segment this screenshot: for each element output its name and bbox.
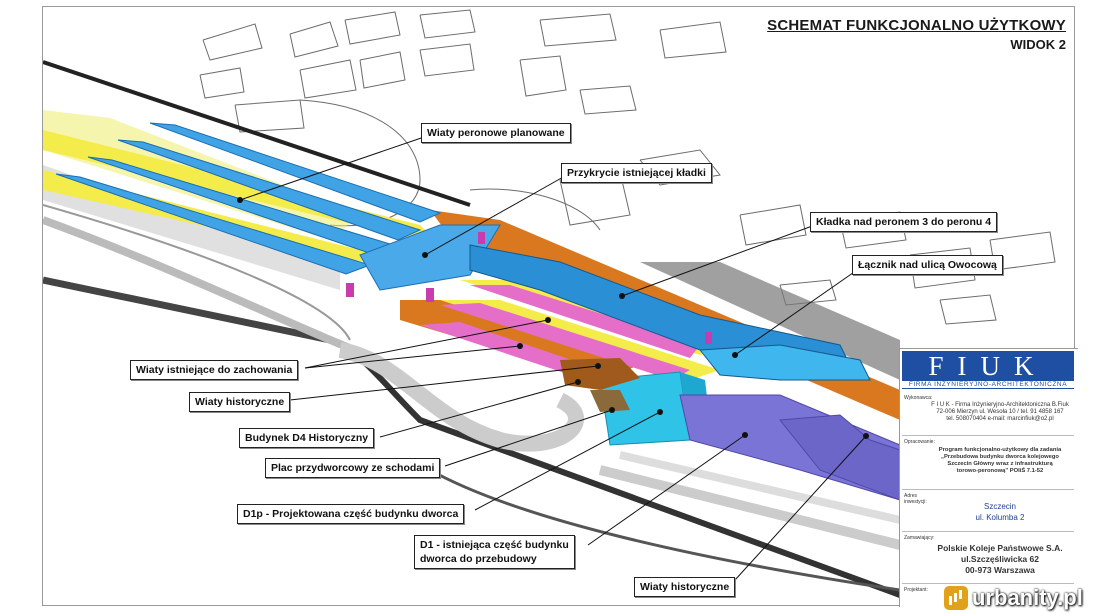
opracowanie-line: torowo-peronową" POIiŚ 7.1-52 [956, 468, 1044, 474]
urbanity-watermark[interactable]: urbanity.pl [944, 585, 1083, 611]
label-d1p: D1p - Projektowana część budynku dworca [237, 504, 465, 524]
section-wykonawca: Wykonawca: F I U K - Firma Inżynieryjno-… [902, 393, 1074, 436]
zamawiajacy-line: 00-973 Warszawa [965, 565, 1035, 575]
leader-lines [239, 134, 867, 581]
opracowanie-key: Opracowanie: [904, 439, 935, 445]
drawing-title: SCHEMAT FUNKCJONALNO UŻYTKOWY [767, 17, 1066, 34]
label-kladka-peron: Kładka nad peronem 3 do peronu 4 [810, 212, 998, 232]
leader-dots [237, 197, 869, 439]
projektant-key: Projektant: [904, 587, 928, 593]
sheet-frame [42, 6, 1075, 606]
label-plac-przydworcowy: Plac przydworcowy ze schodami [265, 458, 441, 478]
opracowanie-line: „Przebudowa budynku dworca kolejowego [941, 454, 1059, 460]
wykonawca-line: 72-006 Mierzyn ul. Wesoła 10 / tel. 91 4… [936, 409, 1064, 415]
wykonawca-line: F I U K - Firma Inżynieryjno-Architekton… [931, 402, 1069, 408]
station-building [560, 358, 901, 501]
label-wiaty-historyczne-1: Wiaty historyczne [189, 392, 291, 412]
label-lacznik-owocowa: Łącznik nad ulicą Owocową [852, 255, 1003, 275]
zamawiajacy-line: Polskie Koleje Państwowe S.A. [937, 543, 1063, 553]
section-zamawiajacy: Zamawiający: Polskie Koleje Państwowe S.… [902, 533, 1074, 584]
label-przykrycie-kladki: Przykrycie istniejącej kładki [561, 163, 712, 183]
city-map-outlines [199, 9, 1056, 325]
opracowanie-line: Szczecin Główny wraz z infrastrukturą [947, 461, 1053, 467]
label-wiaty-planowane: Wiaty peronowe planowane [421, 123, 571, 143]
title-block: FIUK FIRMA INŻYNIERYJNO-ARCHITEKTONICZNA… [899, 348, 1078, 607]
section-adres: Adres inwestycji: Szczecin ul. Kolumba 2 [902, 491, 1074, 532]
watermark-text: urbanity.pl [972, 585, 1083, 610]
zamawiajacy-key: Zamawiający: [904, 535, 935, 541]
section-opracowanie: Opracowanie: Program funkcjonalno-użytko… [902, 437, 1074, 490]
label-d1: D1 - istniejąca część budynku dworca do … [414, 535, 575, 569]
footbridge [346, 224, 871, 381]
bar-chart-icon [944, 586, 968, 610]
adres-key: Adres inwestycji: [904, 493, 927, 505]
label-wiaty-istniejace: Wiaty istniejące do zachowania [130, 360, 299, 380]
fiuk-logo-subtitle: FIRMA INŻYNIERYJNO-ARCHITEKTONICZNA [902, 381, 1074, 389]
wykonawca-line: tel. 508070404 e-mail: marcinfiuk@o2.pl [946, 416, 1054, 422]
wykonawca-key: Wykonawca: [904, 395, 933, 401]
label-budynek-d4: Budynek D4 Historyczny [239, 428, 375, 448]
section-projektant: Projektant: [902, 585, 1074, 605]
label-wiaty-historyczne-2: Wiaty historyczne [634, 577, 736, 597]
zamawiajacy-line: ul.Szczęśliwicka 62 [961, 554, 1039, 564]
adres-line: ul. Kolumba 2 [975, 513, 1025, 522]
label-d1-line2: dworca do przebudowy [420, 553, 537, 565]
label-d1-line1: D1 - istniejąca część budynku [420, 539, 569, 551]
adres-line: Szczecin [983, 502, 1016, 511]
opracowanie-line: Program funkcjonalno-użytkowy dla zadani… [938, 447, 1062, 453]
fiuk-logo: FIUK [902, 351, 1074, 381]
drawing-subtitle: WIDOK 2 [1010, 37, 1066, 52]
